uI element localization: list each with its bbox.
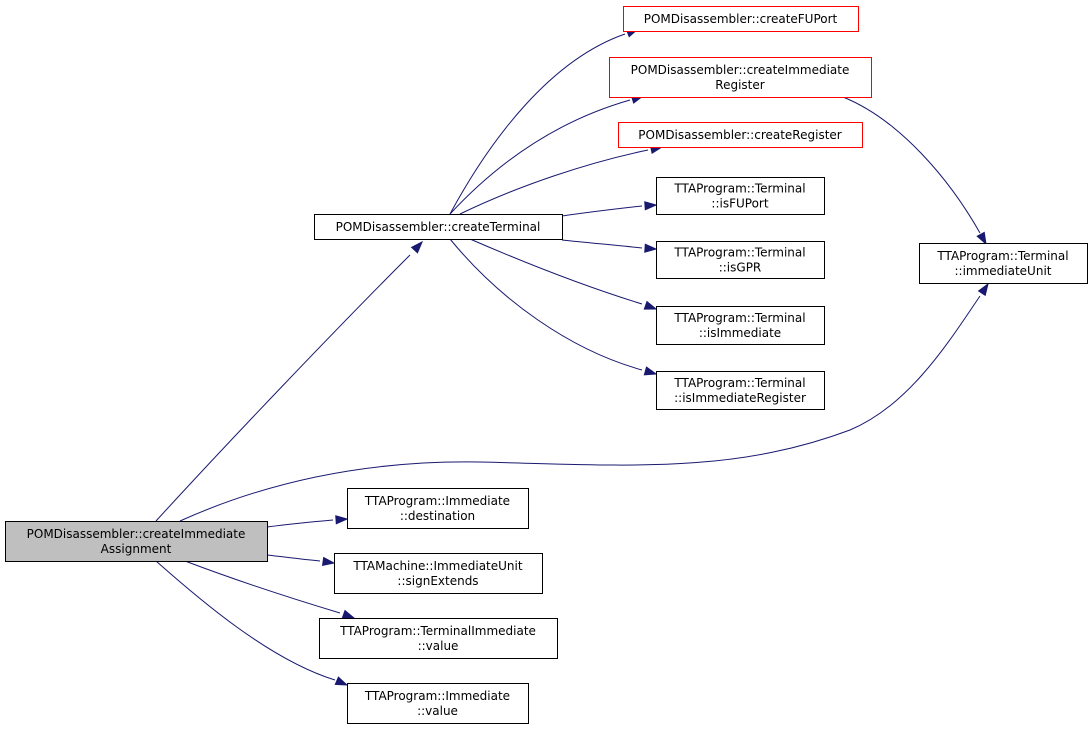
arrowhead [335,515,349,525]
edge-line [561,205,643,217]
arrowhead [643,300,658,310]
node-root: POMDisassembler::createImmediateAssignme… [5,521,268,562]
node-box [623,6,859,32]
node-box [347,683,529,724]
node-label-line: ::isImmediate [699,326,781,340]
node-box [618,122,863,148]
node-label-line: POMDisassembler::createFUPort [644,12,838,26]
node-label-line: ::isImmediateRegister [674,391,806,405]
edge-line [449,33,626,215]
node-box [656,241,825,279]
node-box [609,57,872,98]
node-label-line: Assignment [101,542,172,556]
node-isGPR[interactable]: TTAProgram::Terminal::isGPR [656,241,825,279]
edge-root-to-immediateUnit [179,282,989,522]
node-label-line: TTAProgram::Terminal [936,249,1068,263]
arrowhead [341,609,356,619]
arrowhead [644,243,658,253]
edge-createTerminal-to-isImmediateRegister [449,238,658,376]
node-label-line: ::isFUPort [711,197,768,211]
edge-createTerminal-to-createImmediateRegister [449,94,645,215]
edge-line [459,149,649,215]
edge-root-to-termImmValue [184,560,356,619]
node-label-line: POMDisassembler::createImmediate [27,527,246,541]
arrowhead [334,676,349,686]
node-isFUPort[interactable]: TTAProgram::Terminal::isFUPort [656,177,825,215]
edge-line [266,519,334,528]
node-label-line: TTAMachine::ImmediateUnit [352,559,522,573]
arrowhead [644,201,658,211]
node-isImmediateRegister[interactable]: TTAProgram::Terminal::isImmediateRegiste… [656,371,825,410]
edge-line [842,96,981,234]
node-label-line: ::isGPR [719,261,762,275]
edge-createImmediateRegister-to-immediateUnit [842,96,987,246]
arrowhead [976,231,987,246]
node-label-line: ::immediateUnit [954,264,1051,278]
arrowhead [977,282,989,297]
edge-line [469,238,643,305]
node-label-line: ::value [418,639,459,653]
node-label-line: TTAProgram::Terminal [673,182,805,196]
arrowhead [321,556,336,567]
node-label-line: TTAProgram::Immediate [364,494,510,508]
node-label-line: ::signExtends [397,574,478,588]
node-createRegister[interactable]: POMDisassembler::createRegister [618,122,863,148]
edge-line [155,254,411,522]
node-label-line: TTAProgram::TerminalImmediate [339,624,536,638]
node-box [656,177,825,215]
node-createFUPort[interactable]: POMDisassembler::createFUPort [623,6,859,32]
edge-createTerminal-to-isImmediate [469,238,658,310]
edge-root-to-destination [266,515,349,528]
node-label-line: TTAProgram::Terminal [673,376,805,390]
node-box [656,306,825,345]
node-box [334,553,543,594]
node-box [5,521,268,562]
node-label-line: ::value [417,704,458,718]
node-label-line: TTAProgram::Terminal [673,246,805,260]
node-box [347,488,529,529]
arrowhead [410,240,423,254]
node-label-line: TTAProgram::Terminal [673,311,805,325]
edge-createTerminal-to-createRegister [459,144,664,215]
edge-createTerminal-to-isFUPort [561,201,658,217]
node-destination[interactable]: TTAProgram::Immediate::destination [347,488,529,529]
node-isImmediate[interactable]: TTAProgram::Terminal::isImmediate [656,306,825,345]
node-label-line: Register [715,78,764,92]
edge-line [266,554,321,562]
arrowhead [643,366,658,376]
node-label-line: TTAProgram::Immediate [364,689,510,703]
node-createTerminal[interactable]: POMDisassembler::createTerminal [314,214,563,240]
edge-line [179,295,981,522]
node-box [919,243,1088,284]
node-label-line: POMDisassembler::createRegister [638,128,841,142]
edge-line [184,560,341,614]
node-label-line: POMDisassembler::createTerminal [336,220,541,234]
edge-line [449,238,643,371]
edge-root-to-signExtends [266,554,336,567]
edge-line [449,99,631,215]
edge-line [561,239,643,249]
node-label-line: ::destination [400,509,475,523]
node-signExtends[interactable]: TTAMachine::ImmediateUnit::signExtends [334,553,543,594]
node-termImmValue[interactable]: TTAProgram::TerminalImmediate::value [319,618,558,659]
node-immValue[interactable]: TTAProgram::Immediate::value [347,683,529,724]
edge-root-to-createTerminal [155,240,423,522]
edge-line [155,560,336,681]
node-box [656,371,825,410]
node-box [319,618,558,659]
edge-root-to-immValue [155,560,349,686]
node-box [314,214,563,240]
edge-createTerminal-to-isGPR [561,239,658,253]
node-label-line: POMDisassembler::createImmediate [631,63,850,77]
node-immediateUnit[interactable]: TTAProgram::Terminal::immediateUnit [919,243,1088,284]
